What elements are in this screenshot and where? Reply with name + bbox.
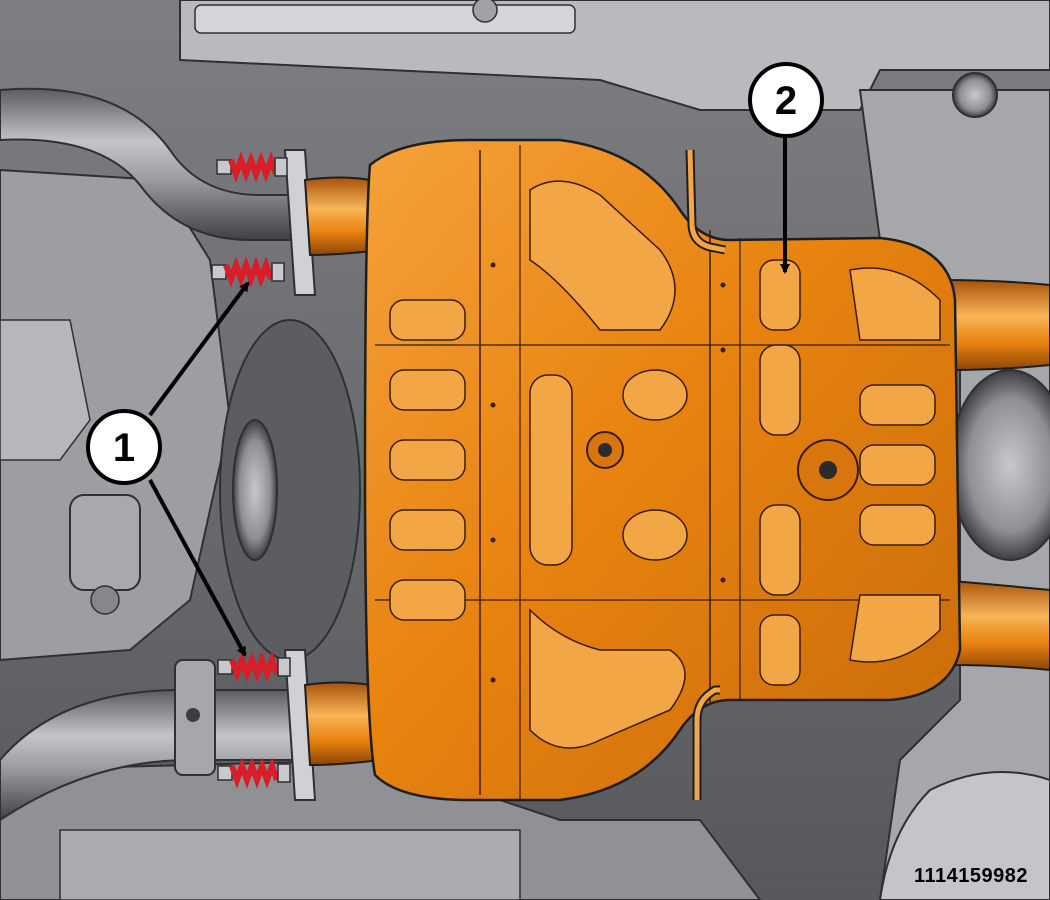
callout-2: 2 — [748, 62, 824, 138]
flange-spring-bolts — [211, 151, 291, 789]
upper-outlet-pipe — [938, 278, 1050, 372]
callout-1-arrow-upper — [148, 281, 250, 417]
rear-floor-pan — [878, 771, 1050, 900]
muffler-assembly — [363, 138, 962, 802]
shield-mount-holes — [586, 431, 859, 501]
spring-bolt-upper-2 — [211, 256, 285, 288]
callout-1: 1 — [86, 409, 162, 485]
figure-id: 1114159982 — [913, 865, 1028, 887]
callout-2-label: 2 — [775, 79, 797, 123]
lower-outlet-pipe — [938, 578, 1050, 672]
shield-ribs-center — [529, 180, 688, 749]
shield-ribs-right — [759, 259, 941, 686]
spring-bolt-lower-1 — [217, 651, 291, 683]
callout-1-label: 1 — [113, 426, 135, 470]
transmission-cover — [0, 319, 91, 461]
callout-1-arrow-lower — [148, 479, 247, 657]
floor-bolt — [472, 0, 498, 23]
floor-rib — [194, 4, 576, 34]
spring-bolt-lower-2 — [217, 757, 291, 789]
sensor-plug — [90, 585, 120, 615]
shield-rivets — [490, 262, 726, 683]
floor-rib-bottom — [59, 829, 521, 900]
coupler-hub — [232, 419, 278, 561]
body-mount-bolt — [952, 72, 998, 118]
sensor-module — [69, 494, 141, 591]
spring-bolt-upper-1 — [216, 151, 288, 183]
shield-ribs-left — [389, 299, 466, 621]
clamp-bolt — [186, 708, 200, 722]
